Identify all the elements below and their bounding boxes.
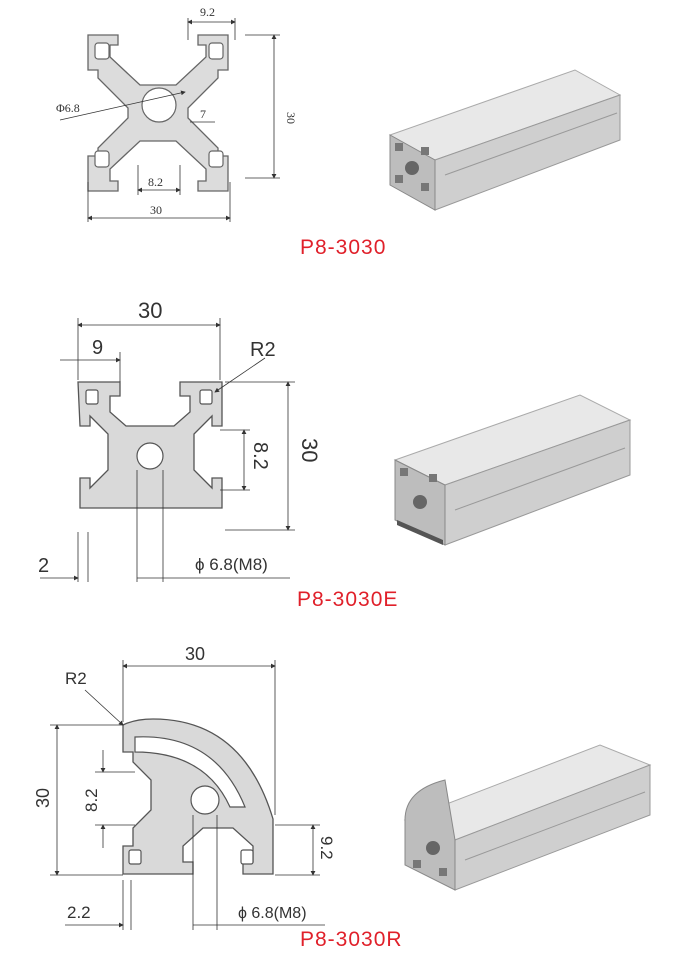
dim-slot: 9	[92, 337, 103, 359]
dim-radius: R2	[65, 669, 87, 688]
dim-wall: 2	[38, 555, 49, 577]
drawing-3030r: 30 R2 30 8.2 9.2 2.2 ϕ 6.8(M8)	[33, 644, 336, 930]
caption-3030r: P8-3030R	[300, 928, 403, 951]
dim-inner: 8.2	[249, 442, 271, 470]
dim-top-slot: 9.2	[200, 5, 215, 19]
caption-3030: P8-3030	[300, 236, 387, 259]
profile-section-3030: 9.2 30 Φ6.8 7 8.2 30 P8-3030	[0, 0, 700, 265]
dim-height: 30	[33, 788, 53, 808]
profile-section-3030r: 30 R2 30 8.2 9.2 2.2 ϕ 6.8(M8) P8-3030R	[0, 640, 700, 979]
dim-bore: ϕ 6.8(M8)	[195, 555, 268, 574]
caption-3030e: P8-3030E	[297, 588, 399, 611]
dim-wall: 2.2	[67, 903, 91, 922]
dim-web: 7	[200, 107, 206, 121]
dim-bottom-slot: 8.2	[148, 175, 163, 189]
dim-height: 30	[297, 438, 322, 462]
dim-height: 30	[284, 112, 298, 124]
render-3030r	[403, 744, 652, 891]
render-3030e	[393, 394, 632, 546]
dim-radius: R2	[250, 339, 276, 361]
profile-section-3030e: 30 9 R2 30 8.2 2 ϕ 6.8(M8) P8-3030E	[0, 290, 700, 615]
drawing-3030: 9.2 30 Φ6.8 7 8.2 30	[56, 5, 298, 222]
dim-width: 30	[138, 298, 162, 323]
dim-bore: Φ6.8	[56, 101, 80, 115]
dim-width: 30	[150, 203, 162, 217]
dim-bore: ϕ 6.8(M8)	[238, 905, 307, 922]
dim-width: 30	[185, 644, 205, 664]
dim-side: 9.2	[317, 836, 336, 860]
render-3030	[388, 69, 622, 211]
dim-inner: 8.2	[82, 788, 101, 812]
drawing-3030e: 30 9 R2 30 8.2 2 ϕ 6.8(M8)	[38, 298, 322, 582]
